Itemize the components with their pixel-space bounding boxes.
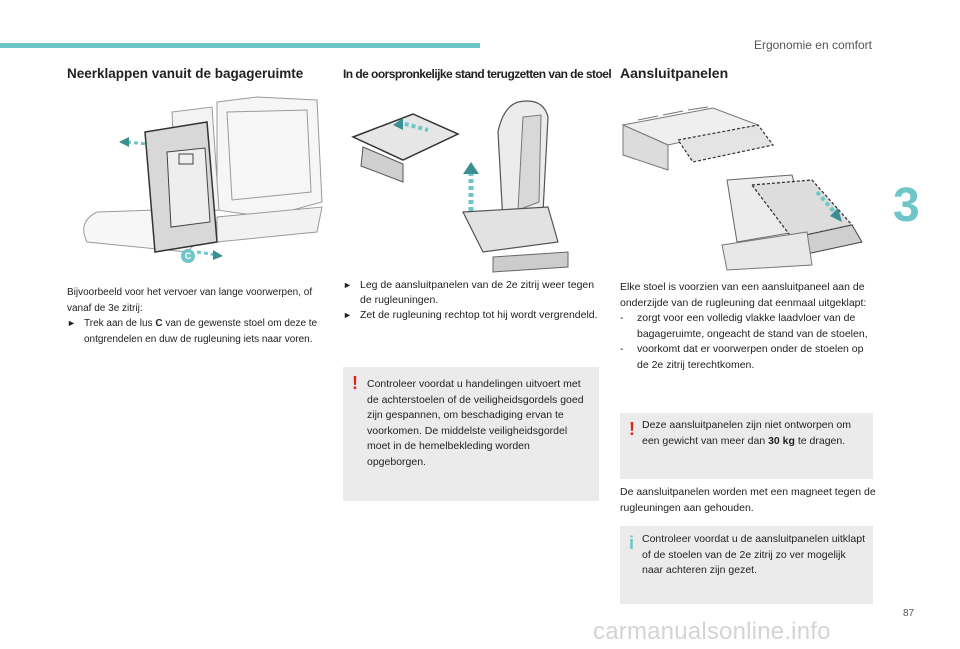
bullet-arrow-icon: ► xyxy=(343,280,352,290)
warning-icon: ! xyxy=(352,373,358,393)
bullet-arrow-icon: ► xyxy=(67,318,76,328)
column2-bullet-2: ► Zet de rugleuning rechtop tot hij word… xyxy=(343,309,598,321)
illustration-seat-upright xyxy=(343,92,595,277)
bullet-suffix: van de gewenste stoel om deze te ontgren… xyxy=(84,318,318,345)
heading-connection-panels: Aansluitpanelen xyxy=(620,65,729,81)
heading-restore-seat: In de oorspronkelijke stand terugzetten … xyxy=(343,67,612,81)
page-number: 87 xyxy=(903,608,915,619)
warning-icon: ! xyxy=(629,419,635,439)
weight-warning-text: Deze aansluitpanelen zijn niet ontworpen… xyxy=(642,419,851,447)
magnet-paragraph: De aansluitpanelen worden met een magnee… xyxy=(620,486,876,514)
info-box-panels: i Controleer voordat u de aansluitpanele… xyxy=(620,526,873,604)
column3-intro: Elke stoel is voorzien van een aansluitp… xyxy=(620,281,867,309)
illustration-seat-folding: C xyxy=(67,92,325,267)
column3-dash-2: - voorkomt dat er voorwerpen onder de st… xyxy=(620,343,864,371)
column2-bullet-1: ► Leg de aansluitpanelen van de 2e zitri… xyxy=(343,279,595,306)
bullet-prefix: Trek aan de lus xyxy=(84,318,156,329)
warning-text: Controleer voordat u handelingen uitvoer… xyxy=(367,378,584,468)
illustration-panels-row xyxy=(618,100,778,190)
callout-c: C xyxy=(181,249,195,263)
column1-intro: Bijvoorbeeld voor het vervoer van lange … xyxy=(67,287,313,314)
weight-limit: 30 kg xyxy=(768,434,795,447)
column3-body: Elke stoel is voorzien van een aansluitp… xyxy=(620,280,876,373)
column2-list: ► Leg de aansluitpanelen van de 2e zitri… xyxy=(343,278,603,323)
illustration-single-panel xyxy=(712,170,872,278)
bullet-arrow-icon: ► xyxy=(343,310,352,320)
header-accent-bar xyxy=(0,43,480,48)
warning-box-seatbelts: ! Controleer voordat u handelingen uitvo… xyxy=(343,367,599,501)
info-text: Controleer voordat u de aansluitpanelen … xyxy=(642,533,865,576)
column1-body: Bijvoorbeeld voor het vervoer van lange … xyxy=(67,285,329,347)
warning-box-weight: ! Deze aansluitpanelen zijn niet ontworp… xyxy=(620,413,873,479)
column1-bullet: ► Trek aan de lus C van de gewenste stoe… xyxy=(67,316,329,347)
section-title: Ergonomie en comfort xyxy=(753,38,872,52)
heading-fold-from-boot: Neerklappen vanuit de bagageruimte xyxy=(67,66,304,81)
column3-dash-1: - zorgt voor een volledig vlakke laadvlo… xyxy=(620,312,868,340)
info-icon: i xyxy=(629,533,635,553)
chapter-number: 3 xyxy=(893,179,920,232)
bullet-strong-c: C xyxy=(155,318,163,329)
watermark: carmanualsonline.info xyxy=(593,618,831,645)
